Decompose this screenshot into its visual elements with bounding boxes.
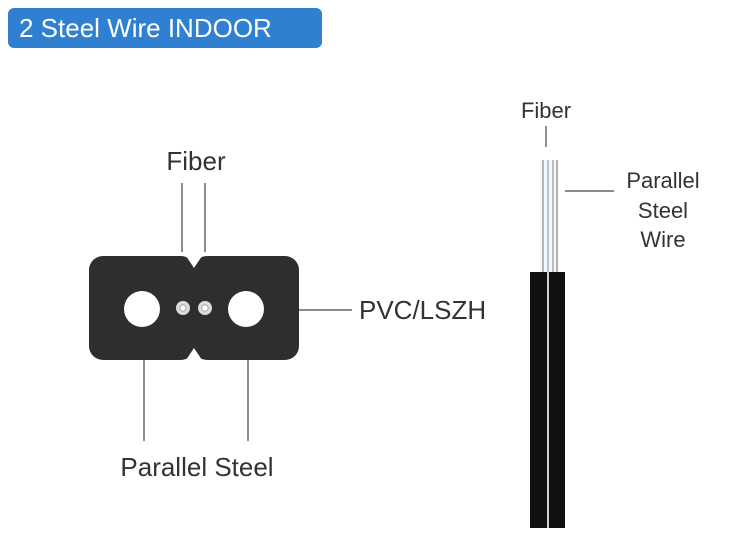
- title-badge: 2 Steel Wire INDOOR: [8, 8, 322, 48]
- label-side-fiber: Fiber: [521, 98, 571, 123]
- label-cross-jacket: PVC/LSZH: [359, 295, 486, 325]
- notch-bottom: [186, 348, 202, 360]
- label-side-steel-2: Steel: [638, 198, 688, 223]
- exposed-fiber-core: [540, 160, 559, 274]
- label-cross-steel: Parallel Steel: [120, 452, 273, 482]
- fiber-left: [176, 301, 190, 315]
- label-cross-fiber: Fiber: [166, 146, 226, 176]
- label-side-steel-1: Parallel: [626, 168, 699, 193]
- label-side-steel-3: Wire: [640, 227, 685, 252]
- cross-section: Fiber PVC/LSZH Parallel Steel: [89, 146, 486, 482]
- fiber-right: [198, 301, 212, 315]
- steel-wire-right: [228, 291, 264, 327]
- steel-wire-left: [124, 291, 160, 327]
- side-view: Fiber Parallel Steel Wire: [521, 98, 700, 528]
- notch-top: [186, 256, 202, 268]
